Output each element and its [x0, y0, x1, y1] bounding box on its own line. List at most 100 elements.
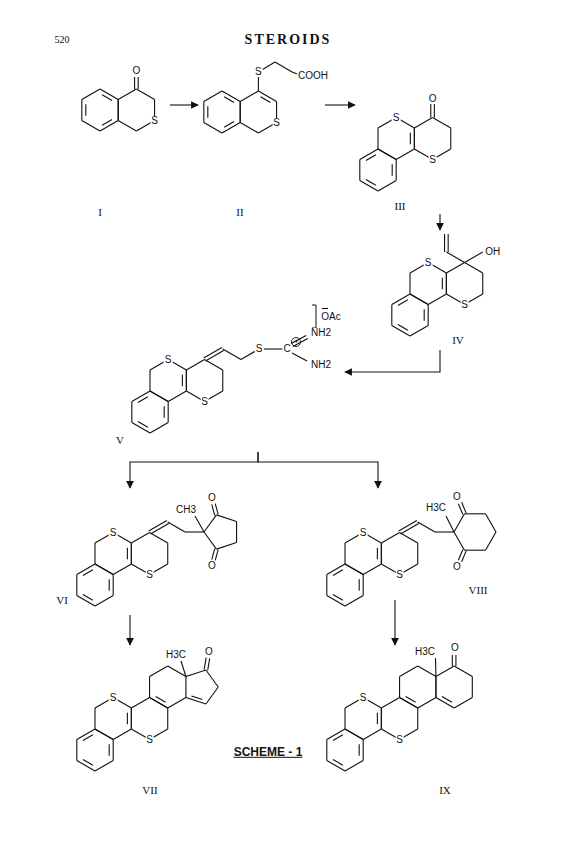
bond-line [482, 273, 483, 294]
atom-label: O [450, 643, 460, 653]
bond-line [167, 708, 168, 729]
atom-label: S [254, 67, 263, 77]
bond-line [452, 655, 453, 666]
bond-line [400, 533, 418, 544]
bond-line [138, 397, 148, 403]
bond-line [131, 708, 132, 729]
bond-line [398, 300, 408, 306]
bond-line [433, 118, 451, 129]
bond-line [381, 543, 382, 564]
bond-line [446, 273, 447, 294]
bond-line [77, 596, 95, 607]
bond-line [363, 564, 381, 575]
bond-line [345, 596, 363, 607]
bond-line [366, 155, 376, 161]
bond-line [410, 133, 411, 144]
compound-region: VIII [300, 488, 500, 600]
bond-line [150, 533, 168, 544]
scheme-caption: SCHEME - 1 [234, 745, 303, 759]
bond-line [363, 575, 364, 596]
bond-line [446, 273, 447, 294]
bond-line [83, 735, 93, 741]
bond-line [400, 698, 418, 709]
atom-label: S [255, 344, 264, 354]
atom-label: S [392, 113, 401, 123]
bond-line [363, 729, 381, 740]
bond-line [215, 550, 218, 561]
reaction-arrow [258, 452, 378, 488]
atom-label: S [164, 355, 173, 365]
bond-line [95, 564, 113, 575]
bond-line [264, 348, 283, 349]
bond-line [327, 596, 345, 607]
compound-region: VII [40, 645, 232, 800]
atom-label: H3C [165, 650, 187, 660]
bond-line [465, 263, 483, 274]
bond-line [212, 504, 215, 515]
bond-line [150, 698, 168, 709]
reaction-arrow [325, 104, 355, 105]
bond-line [212, 549, 215, 560]
atom-label: O [204, 647, 214, 657]
bond-line [430, 104, 431, 118]
bond-line [191, 696, 202, 700]
bond-line [168, 402, 169, 423]
bond-line [417, 543, 418, 564]
bond-line [195, 516, 204, 532]
atom-label: O [207, 493, 217, 503]
bond-line [258, 91, 276, 102]
atom-label: NH2 [310, 328, 332, 338]
bond-line [359, 744, 360, 755]
compound-number: VIII [469, 585, 488, 596]
bond-line [378, 149, 396, 160]
bond-line [168, 698, 186, 709]
bond-line [291, 335, 306, 343]
bond-line [435, 677, 436, 698]
bond-line [391, 305, 392, 326]
bond-line [381, 543, 382, 564]
bond-line [222, 123, 240, 134]
bond-line [208, 658, 210, 670]
bond-line [100, 121, 118, 132]
bond-line [76, 740, 77, 761]
bond-line [345, 729, 363, 740]
bond-line [410, 294, 428, 305]
bond-line [131, 708, 132, 729]
atom-label: S [359, 693, 368, 703]
bond-line [436, 666, 454, 677]
bond-line [113, 740, 114, 761]
bond-line [442, 696, 452, 702]
compound-number: VII [142, 785, 157, 796]
compound-number: II [236, 207, 243, 218]
atom-label: S [395, 735, 404, 745]
bond-line [168, 391, 186, 402]
bond-line [458, 504, 463, 515]
bond-line [118, 100, 119, 121]
bond-line [377, 548, 378, 559]
bond-line [381, 708, 382, 729]
bond-line [345, 729, 363, 740]
bond-line [134, 77, 135, 89]
bond-line [182, 375, 183, 386]
bond-line [486, 532, 497, 550]
bond-line [168, 522, 185, 532]
bond-line [81, 100, 82, 121]
bond-line [462, 502, 467, 513]
compound-number: IV [452, 335, 464, 346]
bond-line [359, 160, 360, 181]
bond-line [164, 406, 165, 417]
bond-line [127, 548, 128, 559]
bond-line [410, 294, 428, 305]
bond-line [428, 305, 429, 326]
bond-line [410, 326, 428, 337]
bond-line [378, 149, 396, 160]
bond-line [102, 95, 112, 101]
bond-line [206, 670, 218, 687]
bond-line [136, 89, 154, 100]
bond-line [102, 119, 112, 125]
bond-line [444, 234, 445, 252]
bond-line [94, 543, 95, 564]
bond-line [131, 533, 149, 544]
reaction-arrow [439, 214, 440, 230]
atom-label: COOH [297, 71, 329, 81]
